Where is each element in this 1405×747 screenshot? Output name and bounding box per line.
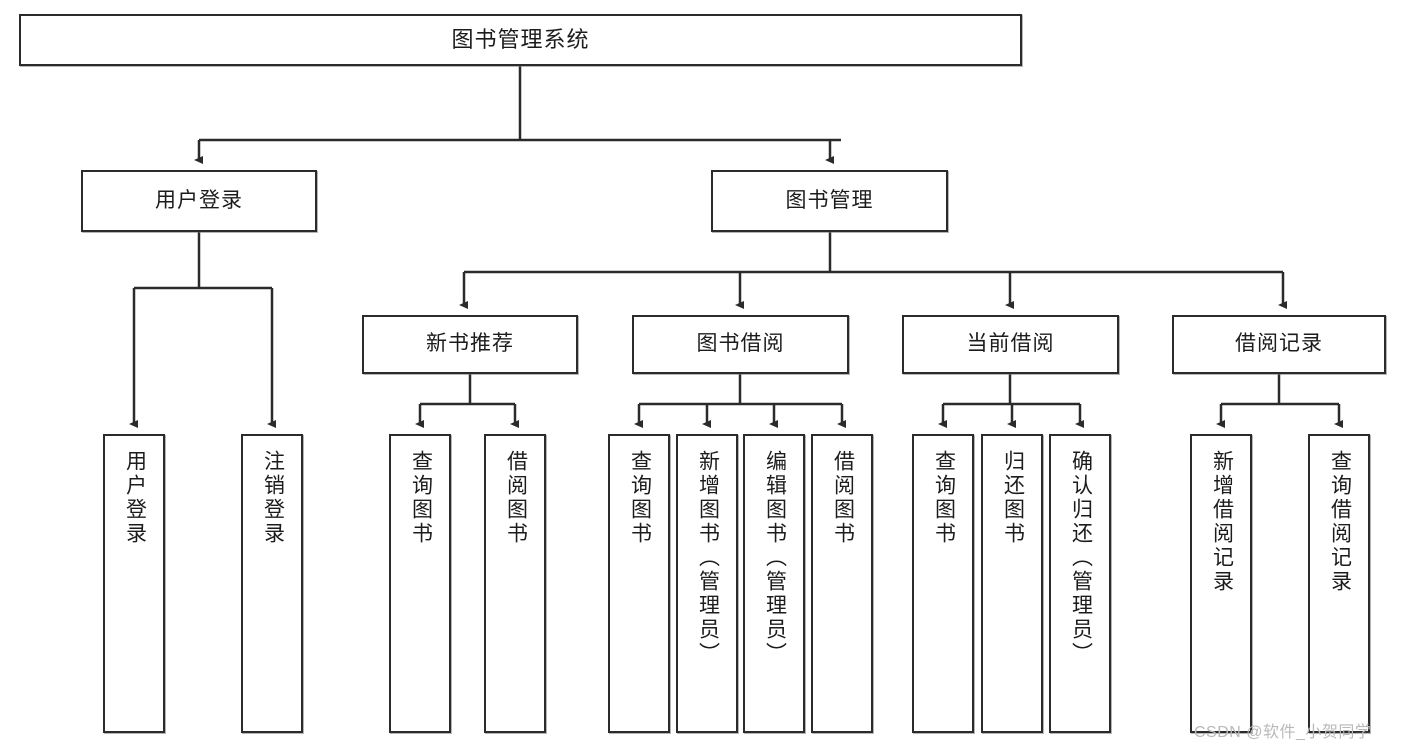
node-label: 查询图书: [409, 450, 433, 546]
leaf-user-logout[interactable]: 注销登录: [241, 434, 303, 733]
leaf-user-login[interactable]: 用户登录: [103, 434, 165, 733]
node-label: 新增图书（管理员）: [696, 450, 720, 666]
node-label: 用户登录: [123, 450, 147, 546]
node-current-borrowing[interactable]: 当前借阅: [902, 315, 1119, 374]
node-new-book-recommendation[interactable]: 新书推荐: [362, 315, 578, 374]
node-label: 借阅图书: [504, 450, 528, 546]
node-label: 图书管理: [785, 188, 874, 212]
node-label: 新书推荐: [426, 332, 514, 356]
node-label: 归还图书: [1001, 450, 1025, 546]
node-label: 图书借阅: [696, 332, 785, 356]
leaf-current-confirm-return-admin[interactable]: 确认归还（管理员）: [1049, 434, 1111, 733]
node-label: 确认归还（管理员）: [1069, 450, 1093, 666]
leaf-current-query-book[interactable]: 查询图书: [912, 434, 974, 733]
csdn-watermark: CSDN @软件_小贺同学: [1194, 724, 1372, 741]
leaf-current-return-book[interactable]: 归还图书: [981, 434, 1043, 733]
node-label: 用户登录: [155, 188, 243, 212]
leaf-borrowing-add-book-admin[interactable]: 新增图书（管理员）: [676, 434, 738, 733]
node-label: 查询图书: [628, 450, 652, 546]
node-user-login[interactable]: 用户登录: [81, 170, 317, 232]
node-label: 图书管理系统: [451, 27, 590, 53]
node-book-management[interactable]: 图书管理: [711, 170, 948, 232]
leaf-borrowing-edit-book-admin[interactable]: 编辑图书（管理员）: [743, 434, 805, 733]
node-root-system[interactable]: 图书管理系统: [19, 14, 1022, 66]
node-label: 借阅记录: [1235, 332, 1323, 356]
node-label: 编辑图书（管理员）: [763, 450, 787, 666]
node-borrow-record[interactable]: 借阅记录: [1172, 315, 1386, 374]
node-book-borrowing[interactable]: 图书借阅: [632, 315, 849, 374]
node-label: 借阅图书: [831, 450, 855, 546]
node-label: 查询图书: [932, 450, 956, 546]
leaf-borrowing-query-book[interactable]: 查询图书: [608, 434, 670, 733]
node-label: 新增借阅记录: [1210, 450, 1234, 594]
node-label: 查询借阅记录: [1328, 450, 1352, 594]
leaf-record-add-borrow-record[interactable]: 新增借阅记录: [1190, 434, 1252, 733]
leaf-recommendation-query-book[interactable]: 查询图书: [389, 434, 451, 733]
leaf-recommendation-borrow-book[interactable]: 借阅图书: [484, 434, 546, 733]
node-label: 当前借阅: [966, 332, 1055, 356]
leaf-record-query-borrow-record[interactable]: 查询借阅记录: [1308, 434, 1370, 733]
leaf-borrowing-borrow-book[interactable]: 借阅图书: [811, 434, 873, 733]
node-label: 注销登录: [261, 450, 285, 546]
